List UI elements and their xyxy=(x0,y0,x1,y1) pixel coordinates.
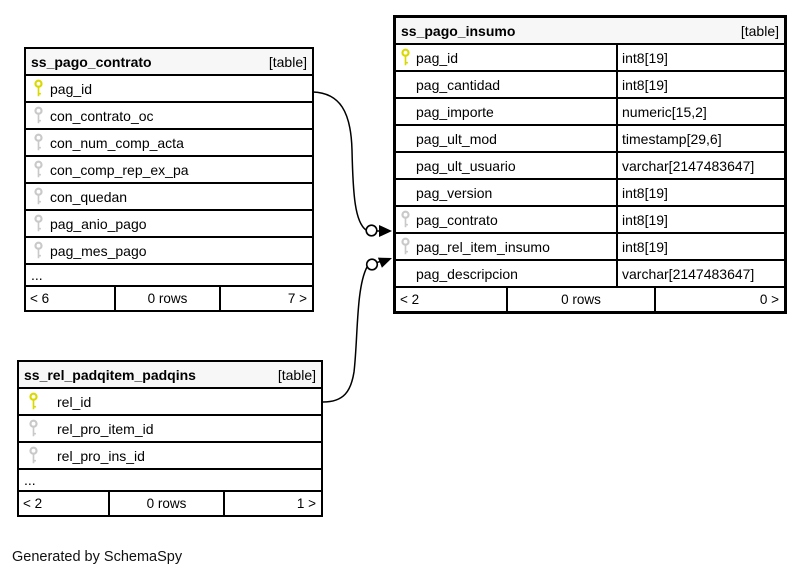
ellipsis-label: ... xyxy=(24,472,36,488)
fk-connector-rel-item-insumo xyxy=(322,257,392,403)
zero-or-one-circle-icon xyxy=(365,258,379,271)
column-name: pag_version xyxy=(416,184,493,201)
index-key-icon xyxy=(19,419,57,438)
column-name: pag_id xyxy=(416,49,459,66)
column-name: pag_importe xyxy=(416,103,494,120)
table-type-badge: [table] xyxy=(268,53,307,70)
table-row[interactable]: con_comp_rep_ex_pa xyxy=(26,157,312,184)
column-type: varchar[2147483647] xyxy=(616,153,784,178)
column-name: pag_id xyxy=(50,80,93,97)
table-row[interactable]: pag_id int8[19] xyxy=(396,45,784,72)
column-name: pag_mes_pago xyxy=(50,242,147,259)
column-name: pag_anio_pago xyxy=(50,215,147,232)
index-key-icon xyxy=(26,106,50,125)
generated-by-note: Generated by SchemaSpy xyxy=(12,549,183,565)
column-type: timestamp[29,6] xyxy=(616,126,784,151)
table-title[interactable]: ss_pago_contrato xyxy=(31,53,152,70)
index-key-icon xyxy=(26,160,50,179)
table-row[interactable]: pag_importe numeric[15,2] xyxy=(396,99,784,126)
column-name: pag_ult_usuario xyxy=(416,157,516,174)
column-type: numeric[15,2] xyxy=(616,99,784,124)
index-key-icon xyxy=(26,241,50,260)
index-key-icon xyxy=(26,214,50,233)
table-row[interactable]: con_contrato_oc xyxy=(26,103,312,130)
column-name: pag_contrato xyxy=(416,211,498,228)
table-header[interactable]: ss_pago_insumo [table] xyxy=(396,18,784,45)
index-key-icon xyxy=(26,187,50,206)
table-row[interactable]: pag_contrato int8[19] xyxy=(396,207,784,234)
column-name: rel_pro_ins_id xyxy=(57,447,145,464)
table-header[interactable]: ss_pago_contrato [table] xyxy=(26,49,312,76)
table-row[interactable]: pag_cantidad int8[19] xyxy=(396,72,784,99)
table-row[interactable]: pag_version int8[19] xyxy=(396,180,784,207)
table-type-badge: [table] xyxy=(277,366,316,383)
zero-or-one-circle-icon xyxy=(365,224,378,237)
table-type-badge: [table] xyxy=(740,22,779,39)
table-row[interactable]: pag_mes_pago xyxy=(26,238,312,265)
column-type: int8[19] xyxy=(616,72,784,97)
table-row[interactable]: pag_anio_pago xyxy=(26,211,312,238)
table-row[interactable]: pag_ult_usuario varchar[2147483647] xyxy=(396,153,784,180)
row-count: 0 rows xyxy=(116,287,221,310)
column-name: con_num_comp_acta xyxy=(50,134,184,151)
column-name: con_comp_rep_ex_pa xyxy=(50,161,189,178)
row-count: 0 rows xyxy=(110,492,225,515)
column-type: int8[19] xyxy=(616,234,784,259)
column-name: con_contrato_oc xyxy=(50,107,154,124)
table-row[interactable]: pag_id xyxy=(26,76,312,103)
table-ss_pago_insumo: ss_pago_insumo [table] pag_id int8[19] p… xyxy=(393,15,787,314)
column-type: int8[19] xyxy=(616,207,784,232)
table-footer: < 2 0 rows 0 > xyxy=(396,288,784,311)
table-row[interactable]: pag_rel_item_insumo int8[19] xyxy=(396,234,784,261)
column-name: pag_cantidad xyxy=(416,76,501,93)
arrowhead-icon xyxy=(379,225,392,237)
column-type: int8[19] xyxy=(616,180,784,205)
table-row[interactable]: con_num_comp_acta xyxy=(26,130,312,157)
table-ss_pago_contrato: ss_pago_contrato [table] pag_id con_cont… xyxy=(24,47,314,312)
foreign-key-icon xyxy=(396,237,416,256)
table-row[interactable]: rel_pro_ins_id xyxy=(19,443,321,470)
table-row[interactable]: con_quedan xyxy=(26,184,312,211)
column-type: int8[19] xyxy=(616,45,784,70)
table-row[interactable]: pag_descripcion varchar[2147483647] xyxy=(396,261,784,288)
column-name: pag_descripcion xyxy=(416,265,518,282)
table-header[interactable]: ss_rel_padqitem_padqins [table] xyxy=(19,362,321,389)
primary-key-icon xyxy=(26,79,50,98)
table-footer: < 6 0 rows 7 > xyxy=(26,287,312,310)
more-columns-row: ... xyxy=(19,470,321,492)
ellipsis-label: ... xyxy=(31,267,43,283)
table-footer: < 2 0 rows 1 > xyxy=(19,492,321,515)
table-row[interactable]: rel_id xyxy=(19,389,321,416)
table-row[interactable]: pag_ult_mod timestamp[29,6] xyxy=(396,126,784,153)
table-title[interactable]: ss_pago_insumo xyxy=(401,22,516,39)
foreign-key-icon xyxy=(396,210,416,229)
more-columns-row: ... xyxy=(26,265,312,287)
primary-key-icon xyxy=(19,392,57,411)
column-name: rel_id xyxy=(57,393,92,410)
hidden-children-count: 7 > xyxy=(287,291,307,306)
table-title[interactable]: ss_rel_padqitem_padqins xyxy=(24,366,196,383)
index-key-icon xyxy=(19,446,57,465)
hidden-parents-count: < 2 xyxy=(396,288,508,311)
table-row[interactable]: rel_pro_item_id xyxy=(19,416,321,443)
hidden-parents-count: < 6 xyxy=(26,287,116,310)
column-type: varchar[2147483647] xyxy=(616,261,784,286)
fk-connector-pago-contrato xyxy=(312,91,392,237)
hidden-children-count: 0 > xyxy=(759,292,779,307)
table-ss_rel_padqitem_padqins: ss_rel_padqitem_padqins [table] rel_id r… xyxy=(17,360,323,517)
row-count: 0 rows xyxy=(508,288,656,311)
primary-key-icon xyxy=(396,48,416,67)
index-key-icon xyxy=(26,133,50,152)
column-name: pag_ult_mod xyxy=(416,130,497,147)
column-name: con_quedan xyxy=(50,188,128,205)
column-name: rel_pro_item_id xyxy=(57,420,154,437)
hidden-children-count: 1 > xyxy=(296,496,316,511)
column-name: pag_rel_item_insumo xyxy=(416,238,550,255)
hidden-parents-count: < 2 xyxy=(19,492,110,515)
arrowhead-icon xyxy=(377,257,392,268)
